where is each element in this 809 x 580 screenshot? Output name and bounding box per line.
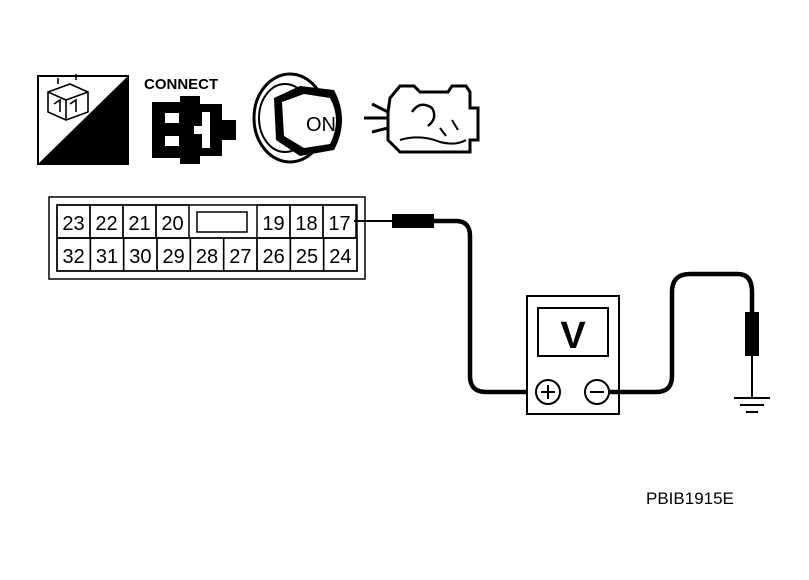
- figure-code: PBIB1915E: [646, 489, 734, 508]
- pin-number: 18: [295, 213, 317, 235]
- connect-label: CONNECT: [144, 76, 218, 93]
- harness-icon: H.S.: [37, 74, 129, 165]
- ignition-key-icon: ON: [252, 72, 342, 164]
- pin-number: 19: [262, 213, 284, 235]
- harness-label: H.S.: [78, 141, 117, 163]
- connector-blank-slot: [196, 211, 248, 233]
- pin-number: 27: [229, 246, 251, 268]
- pin-number: 23: [62, 213, 84, 235]
- pin-cell: [322, 237, 358, 272]
- pin-number: 17: [328, 213, 350, 235]
- pin-number: 21: [128, 213, 150, 235]
- ignition-label: ON: [306, 114, 336, 136]
- positive-probe: [354, 214, 548, 395]
- pin-number: 30: [129, 246, 151, 268]
- pin-number: 28: [196, 246, 218, 268]
- voltmeter-symbol: V: [560, 315, 586, 357]
- ground-symbol: [734, 397, 770, 413]
- pin-number: 26: [263, 246, 285, 268]
- pin-number: 20: [161, 213, 183, 235]
- pin-number: 31: [96, 246, 118, 268]
- ground-lead: [609, 271, 759, 398]
- pin-number: 22: [95, 213, 117, 235]
- connector-block: 23 22 21 20 19 18 17 32 31 30 29 28 27 26 25 24: [48, 196, 366, 280]
- connect-icon: CONNECT: [144, 76, 236, 164]
- pin-number: 32: [63, 246, 85, 268]
- connector-bottom-row: 32 31 30 29 28 27 26 25 24: [56, 237, 358, 272]
- voltmeter: V: [526, 295, 620, 415]
- engine-icon: [364, 84, 480, 154]
- pin-number: 24: [329, 246, 351, 268]
- pin-number: 29: [163, 246, 185, 268]
- connector-top-row: 23 22 21 20 19 18 17: [56, 204, 357, 239]
- pin-number: 25: [296, 246, 318, 268]
